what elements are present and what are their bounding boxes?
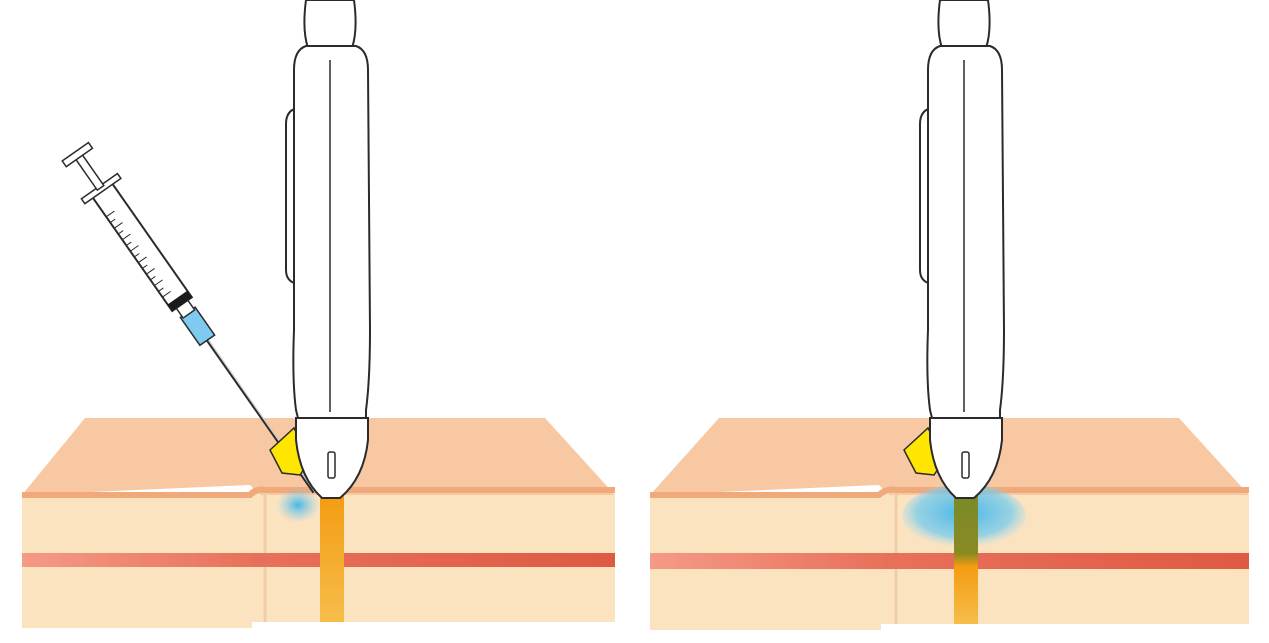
syringe-stopper (167, 290, 192, 312)
handpiece-indicator (327, 451, 336, 479)
syringe-barrel (90, 181, 194, 313)
illustration-panel-right (634, 0, 1269, 643)
laser-beam (954, 496, 978, 624)
illustration-panel-left (22, 0, 615, 628)
blood-vessel (650, 553, 1249, 569)
blood-vessel (22, 553, 615, 567)
laser-beam (320, 496, 344, 622)
laser-handpiece-icon (285, 0, 372, 499)
anesthetic-area (276, 487, 320, 523)
procedure-illustration-left (22, 0, 615, 628)
laser-handpiece-icon (919, 0, 1006, 499)
handpiece-indicator (961, 451, 970, 479)
procedure-illustration-right (650, 0, 1249, 630)
